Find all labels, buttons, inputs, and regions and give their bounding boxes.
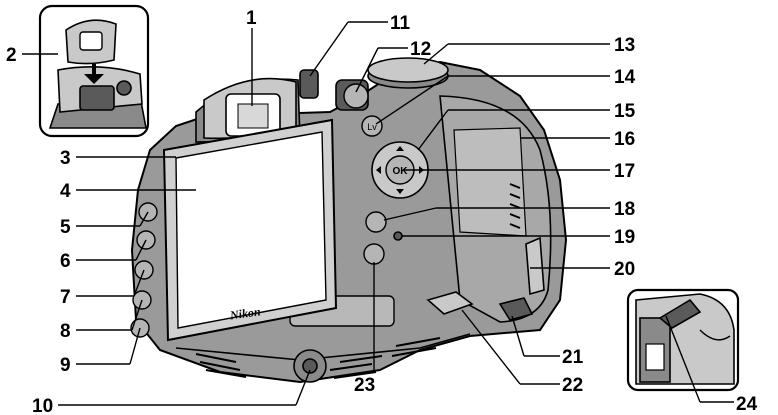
callout-10: 10 <box>32 396 53 415</box>
callout-24: 24 <box>736 394 758 415</box>
callout-8: 8 <box>60 321 71 342</box>
callout-3: 3 <box>60 148 71 169</box>
callout-19: 19 <box>614 227 635 248</box>
inset-battery <box>626 288 740 392</box>
callout-7: 7 <box>60 287 71 308</box>
diopter-control <box>299 69 319 99</box>
brand-logo: Nikon <box>228 304 262 322</box>
bottom-plate <box>175 333 471 379</box>
svg-text:Lv: Lv <box>367 122 377 132</box>
memory-card-access-lamp <box>393 231 403 241</box>
callout-5: 5 <box>60 217 71 238</box>
callout-13: 13 <box>614 35 635 56</box>
callout-20: 20 <box>614 259 635 280</box>
callout-6: 6 <box>60 251 71 272</box>
monitor <box>175 131 327 329</box>
callout-numbers: 1 2 3 4 5 6 7 8 9 10 11 12 13 14 15 16 1… <box>6 8 758 415</box>
delete-button <box>363 243 385 265</box>
battery-cover <box>498 297 534 321</box>
callout-1: 1 <box>246 8 257 29</box>
svg-text:OK: OK <box>393 166 409 177</box>
callout-12: 12 <box>410 39 431 60</box>
callout-21: 21 <box>562 347 584 368</box>
callout-11: 11 <box>390 13 411 34</box>
callout-22: 22 <box>562 375 583 396</box>
live-view-button <box>361 115 383 137</box>
callout-23: 23 <box>354 375 375 396</box>
callout-2: 2 <box>6 45 17 66</box>
callout-17: 17 <box>614 161 635 182</box>
battery-cover-latch <box>426 291 474 315</box>
callout-16: 16 <box>614 129 635 150</box>
callout-9: 9 <box>60 355 71 376</box>
down-arrow-icon <box>84 64 104 84</box>
callout-14: 14 <box>614 67 636 88</box>
callout-4: 4 <box>60 181 71 202</box>
leader-lines <box>22 21 734 406</box>
ae-l-af-l-button <box>343 83 369 109</box>
inset-eyecup <box>38 4 150 138</box>
release-mode-button <box>365 211 387 233</box>
strap-eyelet <box>525 236 545 296</box>
camera-body: Nikon Lv OK <box>130 57 568 384</box>
callout-18: 18 <box>614 199 635 220</box>
callout-15: 15 <box>614 101 636 122</box>
